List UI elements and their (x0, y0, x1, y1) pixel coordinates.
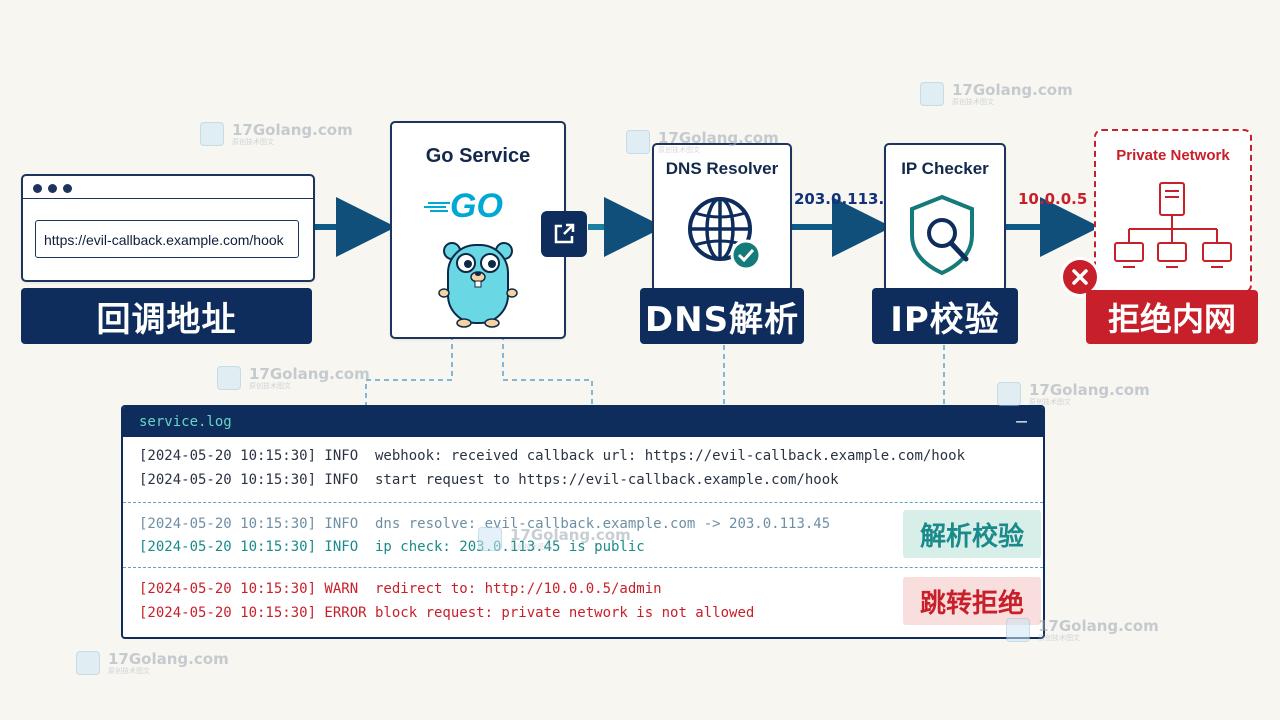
log-title: service.log (139, 414, 232, 430)
watermark-text: 17Golang.com (658, 128, 779, 147)
watermark-text: 17Golang.com (510, 525, 631, 544)
log-line: [2024-05-20 10:15:30] WARN redirect to: … (139, 581, 662, 597)
log-line: [2024-05-20 10:15:30] INFO ip check: 203… (139, 539, 645, 555)
gopher-icon (438, 242, 518, 328)
watermark-sub: 原创技术图文 (510, 542, 552, 551)
reject-tag: 跳转拒绝 (903, 577, 1041, 625)
log-line: [2024-05-20 10:15:30] INFO webhook: rece… (139, 448, 966, 464)
speed-lines-icon (424, 201, 450, 212)
redirect-ip-label: 10.0.0.5 (1018, 190, 1088, 208)
ip-checker-box: IP Checker (884, 143, 1006, 292)
window-titlebar-divider (23, 198, 313, 199)
shield-search-icon (910, 194, 974, 276)
log-divider (123, 502, 1043, 503)
go-logo-text: GO (450, 187, 503, 225)
check-tag: 解析校验 (903, 510, 1041, 558)
go-service-title: Go Service (425, 145, 531, 167)
callback-url-field[interactable]: https://evil-callback.example.com/hook (35, 220, 299, 258)
watermark-sub: 原创技术图文 (1038, 633, 1080, 642)
window-dot (48, 184, 57, 193)
watermark-sub: 原创技术图文 (108, 666, 150, 675)
reject-private-label: 拒绝内网 (1086, 290, 1258, 344)
log-line: [2024-05-20 10:15:30] INFO dns resolve: … (139, 516, 831, 532)
log-header: service.log — (123, 407, 1043, 437)
dns-label: DNS解析 (640, 288, 804, 344)
log-line: [2024-05-20 10:15:30] ERROR block reques… (139, 605, 755, 621)
external-request-icon (541, 211, 587, 257)
watermark-logo-icon (1006, 618, 1030, 642)
watermark-logo-icon (76, 651, 100, 675)
log-divider (123, 567, 1043, 568)
watermark-logo-icon (997, 382, 1021, 406)
resolved-ip-label: 203.0.113.45 (794, 190, 906, 208)
connector-go-log-right (502, 335, 593, 405)
private-network-box: Private Network (1094, 129, 1252, 293)
watermark-sub: 原创技术图文 (232, 137, 274, 146)
watermark-logo-icon (920, 82, 944, 106)
private-network-title: Private Network (1116, 147, 1230, 164)
log-line: [2024-05-20 10:15:30] INFO start request… (139, 472, 839, 488)
window-dot (33, 184, 42, 193)
watermark-sub: 原创技术图文 (952, 97, 994, 106)
watermark-logo-icon (200, 122, 224, 146)
ip-checker-title: IP Checker (901, 159, 989, 178)
connector-go-log-left (365, 335, 453, 405)
watermark-text: 17Golang.com (1038, 616, 1159, 635)
watermark-text: 17Golang.com (232, 120, 353, 139)
log-minimize-button[interactable]: — (1016, 411, 1027, 432)
callback-label: 回调地址 (21, 288, 312, 344)
ip-check-label: IP校验 (872, 288, 1018, 344)
watermark-sub: 原创技术图文 (1029, 397, 1071, 406)
watermark-text: 17Golang.com (952, 80, 1073, 99)
go-logo: GO (424, 187, 503, 226)
network-topology-icon (1114, 182, 1232, 268)
watermark-sub: 原创技术图文 (658, 145, 700, 154)
watermark-text: 17Golang.com (249, 364, 370, 383)
watermark-logo-icon (626, 130, 650, 154)
window-dots (33, 184, 72, 193)
watermark-text: 17Golang.com (1029, 380, 1150, 399)
go-service-box: Go Service GO (390, 121, 566, 339)
watermark-logo-icon (478, 527, 502, 551)
globe-icon (688, 197, 762, 271)
window-dot (63, 184, 72, 193)
callback-window: https://evil-callback.example.com/hook (21, 174, 315, 282)
dns-resolver-box: DNS Resolver (652, 143, 792, 292)
watermark-logo-icon (217, 366, 241, 390)
blocked-icon (1060, 257, 1100, 297)
dns-resolver-title: DNS Resolver (665, 159, 779, 178)
watermark-text: 17Golang.com (108, 649, 229, 668)
service-log-panel: service.log — [2024-05-20 10:15:30] INFO… (121, 405, 1045, 639)
watermark-sub: 原创技术图文 (249, 381, 291, 390)
